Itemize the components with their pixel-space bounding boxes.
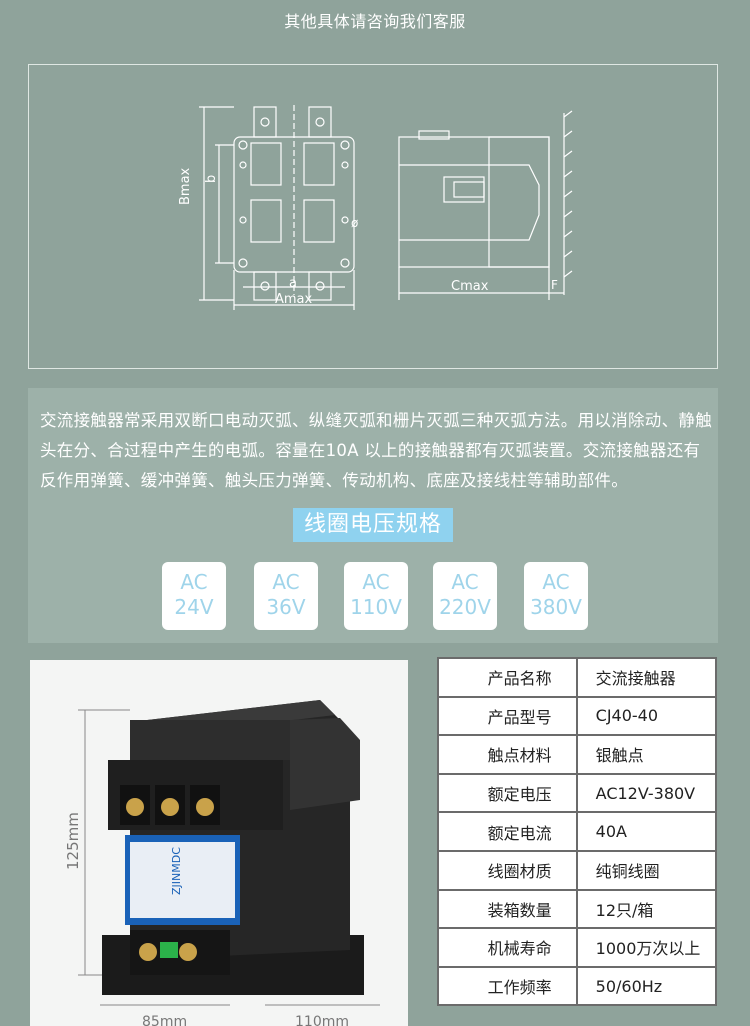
spec-key: 机械寿命 [437,927,578,968]
b-label: b [204,175,219,183]
voltage-value: 24V [174,595,214,619]
table-row: 额定电流 40A [437,811,718,852]
spec-value: 50/60Hz [575,965,718,1007]
width-dimension: 85mm [142,1014,187,1026]
table-row: 线圈材质 纯铜线圈 [437,849,718,891]
voltage-card-220v: AC 220V [433,562,497,630]
dimension-drawing: Bmax b a Amax ø Cmax F [178,105,573,310]
table-row: 额定电压 AC12V-380V [437,772,718,814]
description-panel: 交流接触器常采用双断口电动灭弧、纵缝灭弧和栅片灭弧三种灭弧方法。用以消除动、静触… [28,388,718,643]
spec-key: 产品型号 [437,695,578,737]
phi-label: ø [351,216,358,230]
spec-value: 银触点 [575,734,718,775]
table-row: 工作频率 50/60Hz [437,965,718,1007]
spec-value: CJ40-40 [575,695,718,737]
voltage-value: 380V [530,595,582,619]
dimension-diagram: Bmax b a Amax ø Cmax F [28,64,718,369]
voltage-type: AC [451,570,479,594]
voltage-value: 110V [350,595,402,619]
voltage-card-380v: AC 380V [524,562,588,630]
spec-key: 产品名称 [437,657,578,698]
spec-key: 工作频率 [437,965,578,1007]
spec-value: 1000万次以上 [575,927,718,968]
cmax-label: Cmax [451,279,489,294]
voltage-card-110v: AC 110V [344,562,408,630]
spec-value: AC12V-380V [575,772,718,814]
spec-key: 装箱数量 [437,888,578,930]
spec-key: 触点材料 [437,734,578,775]
voltage-type: AC [272,570,300,594]
f-label: F [551,278,558,292]
spec-value: 交流接触器 [575,657,718,698]
height-dimension: 125mm [64,812,82,870]
spec-table: 产品名称 交流接触器 产品型号 CJ40-40 触点材料 银触点 额定电压 AC… [437,657,718,1007]
spec-key: 额定电流 [437,811,578,852]
voltage-card-24v: AC 24V [162,562,226,630]
spec-value: 40A [575,811,718,852]
depth-dimension: 110mm [295,1014,349,1026]
voltage-type: AC [362,570,390,594]
voltage-type: AC [180,570,208,594]
product-photo: 125mm 85mm 110mm ZJINMDC [30,660,408,1026]
amax-label: Amax [275,292,313,307]
top-note: 其他具体请咨询我们客服 [284,12,466,31]
voltage-type: AC [542,570,570,594]
contactor-illustration: 125mm 85mm 110mm ZJINMDC [64,700,380,1026]
table-row: 装箱数量 12只/箱 [437,888,718,930]
table-row: 触点材料 银触点 [437,734,718,775]
spec-value: 12只/箱 [575,888,718,930]
bmax-label: Bmax [178,167,193,205]
a-label: a [289,276,297,291]
voltage-card-36v: AC 36V [254,562,318,630]
voltage-value: 36V [266,595,306,619]
coil-voltage-title: 线圈电压规格 [293,508,453,542]
table-row: 产品型号 CJ40-40 [437,695,718,737]
spec-key: 线圈材质 [437,849,578,891]
spec-value: 纯铜线圈 [575,849,718,891]
spec-key: 额定电压 [437,772,578,814]
voltage-value: 220V [439,595,491,619]
table-row: 产品名称 交流接触器 [437,657,718,698]
description-text: 交流接触器常采用双断口电动灭弧、纵缝灭弧和栅片灭弧三种灭弧方法。用以消除动、静触… [40,411,712,490]
brand-label: ZJINMDC [170,847,183,895]
table-row: 机械寿命 1000万次以上 [437,927,718,968]
